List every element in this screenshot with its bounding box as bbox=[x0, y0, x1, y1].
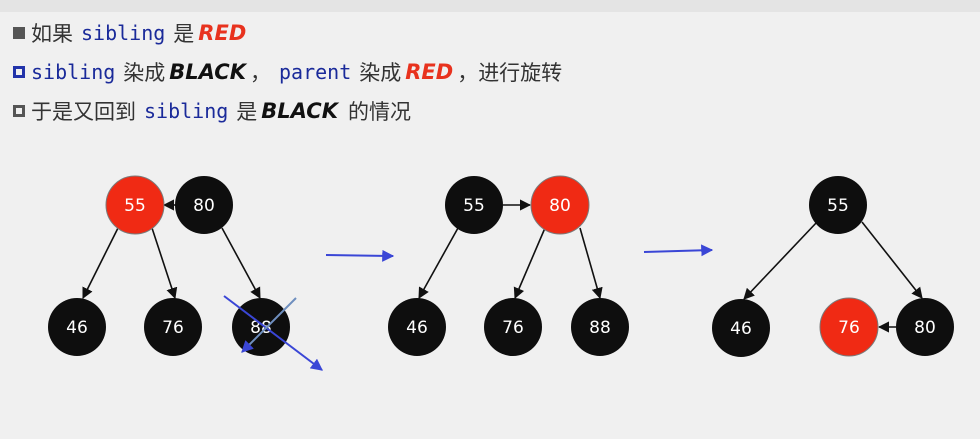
node-label: 88 bbox=[250, 318, 272, 338]
tree1-node-76: 76 bbox=[144, 298, 202, 356]
node-label: 46 bbox=[730, 319, 752, 339]
line3-suffix: 的情况 bbox=[347, 100, 411, 124]
bullet-line-3: 于是又回到 sibling 是 BLACK 的情况 bbox=[13, 95, 411, 127]
node-label: 55 bbox=[463, 196, 485, 216]
line3-sibling: sibling bbox=[144, 99, 229, 123]
node-label: 76 bbox=[838, 318, 860, 338]
cross-out-mark bbox=[223, 295, 323, 371]
tree3-edges bbox=[743, 221, 923, 333]
line3-prefix: 于是又回到 bbox=[31, 100, 136, 124]
tree1-node-55: 55 bbox=[105, 175, 165, 235]
node-label: 46 bbox=[66, 318, 88, 338]
line1-is: 是 bbox=[173, 22, 195, 46]
transition-arrow-2 bbox=[643, 244, 714, 257]
edge-80-88 bbox=[221, 227, 261, 299]
tree2-node-80: 80 bbox=[530, 175, 590, 235]
tree3-node-80: 80 bbox=[896, 298, 954, 356]
line2-red: RED bbox=[405, 60, 454, 84]
bullet-line-2: sibling 染成 BLACK ， parent 染成 RED ， 进行旋转 bbox=[13, 56, 562, 88]
tree1-edges bbox=[82, 199, 261, 300]
hollow-square-bullet-icon bbox=[13, 66, 25, 78]
tree3-node-55: 55 bbox=[809, 176, 867, 234]
node-label: 46 bbox=[406, 318, 428, 338]
line1-sibling: sibling bbox=[81, 21, 166, 45]
node-label: 55 bbox=[827, 196, 849, 216]
edge-55-76 bbox=[151, 227, 178, 300]
line2-parent: parent bbox=[278, 60, 352, 84]
hollow-square-bullet-icon bbox=[13, 105, 25, 117]
square-bullet-icon bbox=[13, 27, 25, 39]
tree3-node-46: 46 bbox=[712, 299, 770, 357]
node-label: 80 bbox=[193, 196, 215, 216]
line2-comma1: ， bbox=[249, 61, 271, 85]
tree2-node-46: 46 bbox=[388, 298, 446, 356]
line2-dye1: 染成 bbox=[123, 61, 166, 85]
node-label: 55 bbox=[124, 196, 146, 216]
line3-black: BLACK bbox=[261, 99, 338, 123]
node-label: 88 bbox=[589, 318, 611, 338]
line2-sibling: sibling bbox=[31, 60, 116, 84]
line2-black: BLACK bbox=[169, 60, 246, 84]
line2-rotate: 进行旋转 bbox=[478, 61, 563, 85]
edge-55-46 bbox=[82, 227, 119, 300]
tree1-node-80: 80 bbox=[175, 176, 233, 234]
tree1-node-46: 46 bbox=[48, 298, 106, 356]
tree2-node-88: 88 bbox=[571, 298, 629, 356]
tree2-node-76: 76 bbox=[484, 298, 542, 356]
node-label: 76 bbox=[162, 318, 184, 338]
node-label: 76 bbox=[502, 318, 524, 338]
line1-red: RED bbox=[198, 21, 247, 45]
bullet-line-1: 如果 sibling 是 RED bbox=[13, 17, 250, 49]
line3-is: 是 bbox=[236, 100, 258, 124]
tree1-node-88: 88 bbox=[232, 298, 290, 356]
tree2-node-55: 55 bbox=[445, 176, 503, 234]
node-label: 80 bbox=[549, 196, 571, 216]
tree3-node-76: 76 bbox=[819, 297, 879, 357]
line1-prefix: 如果 bbox=[31, 22, 73, 46]
transition-arrow-1 bbox=[325, 249, 395, 262]
tree2-edges bbox=[418, 199, 603, 300]
node-label: 80 bbox=[914, 318, 936, 338]
top-bar bbox=[0, 0, 980, 12]
line2-dye2: 染成 bbox=[359, 61, 402, 85]
line2-comma2: ， bbox=[457, 61, 479, 85]
